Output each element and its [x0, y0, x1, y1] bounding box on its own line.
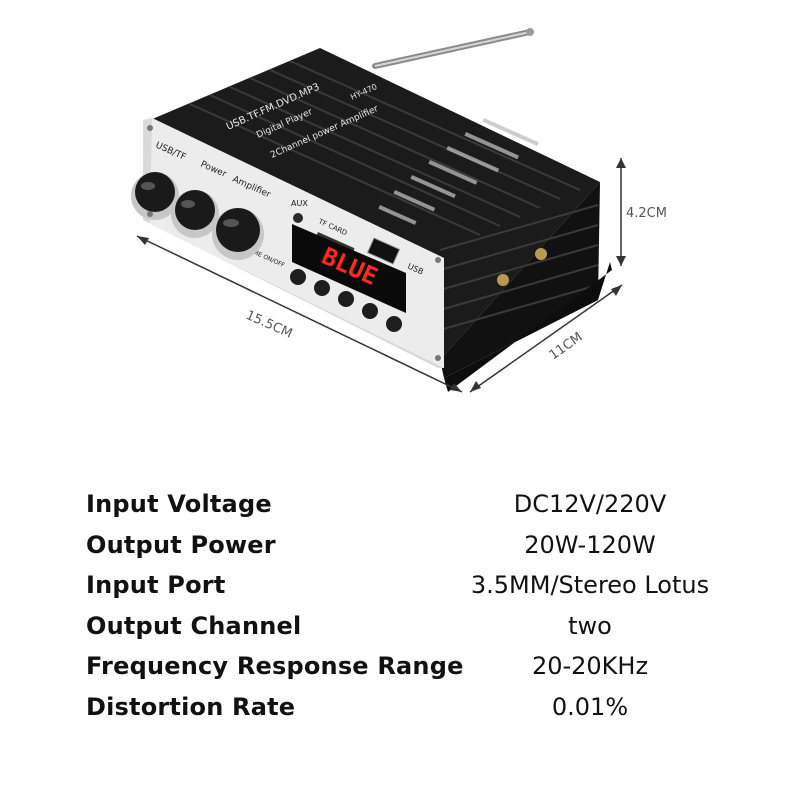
spec-label: Input Voltage [86, 490, 272, 518]
spec-value: 20-20KHz [531, 652, 649, 680]
usb-port[interactable] [366, 237, 401, 265]
antenna [372, 28, 534, 69]
dimension-height: 4.2CM [616, 158, 667, 266]
spec-value: 20W-120W [524, 531, 656, 559]
knob-2[interactable] [171, 190, 219, 238]
spec-row: Output Power 20W-120W [0, 531, 800, 571]
spec-label: Input Port [86, 571, 226, 599]
spec-value: DC12V/220V [513, 490, 667, 518]
aux-label: AUX [291, 199, 308, 208]
volume-knob[interactable] [212, 208, 264, 260]
spec-label: Frequency Response Range [86, 652, 464, 680]
spec-row: Output Channel two [0, 612, 800, 652]
spec-value: 3.5MM/Stereo Lotus [470, 571, 710, 599]
aux-jack[interactable] [293, 213, 303, 223]
spec-row: Input Port 3.5MM/Stereo Lotus [0, 571, 800, 611]
spec-label: Output Channel [86, 612, 302, 640]
spec-value: 0.01% [551, 693, 629, 721]
spec-row: Input Voltage DC12V/220V [0, 490, 800, 530]
amplifier-body [150, 48, 612, 392]
spec-row: Frequency Response Range 20-20KHz [0, 652, 800, 692]
play-pause-button[interactable] [314, 280, 330, 296]
mode-button[interactable] [290, 269, 306, 285]
knob-1[interactable] [131, 172, 179, 220]
next-button[interactable] [386, 316, 402, 332]
product-image: USB.TF.FM.DVD.MP3 Digital Player HY-470 … [131, 28, 667, 393]
spec-label: Output Power [86, 531, 276, 559]
mute-button[interactable] [338, 291, 354, 307]
height-label: 4.2CM [626, 206, 667, 221]
spec-label: Distortion Rate [86, 693, 296, 721]
spec-value: two [568, 612, 612, 640]
width-label: 11CM [547, 330, 586, 363]
led-display [292, 224, 406, 313]
spec-row: Distortion Rate 0.01% [0, 693, 800, 733]
prev-button[interactable] [362, 303, 378, 319]
length-label: 15.5CM [243, 308, 294, 342]
front-panel: USB/TF Power Amplifier VOLUME ON/OFF AUX… [131, 118, 444, 368]
